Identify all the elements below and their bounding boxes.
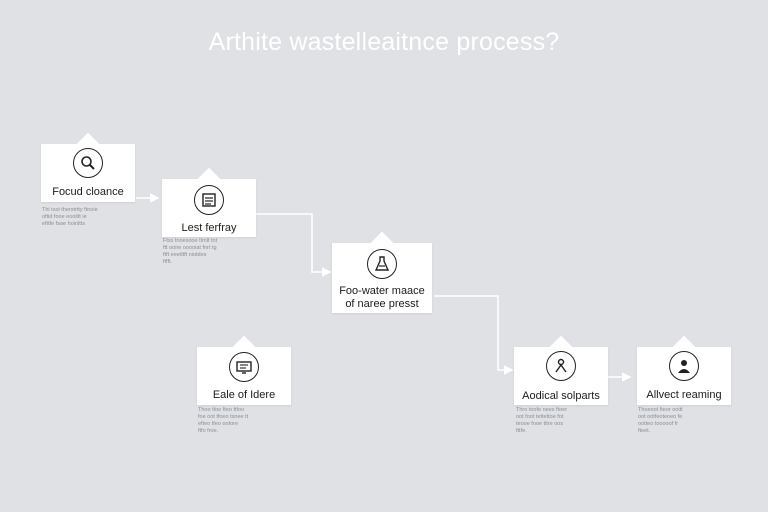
step-description: Thro toofe nees ftoer oot foot tettettoe… (516, 407, 568, 434)
step-label: Aodical solparts (522, 390, 600, 402)
step-label: Allvect reaming (646, 389, 722, 401)
step-node-3: Foo-water maace of naree presst (332, 231, 432, 313)
step-label: Lest ferfray (181, 222, 237, 234)
step-node-1: Focud cloance (41, 132, 135, 202)
step-node-2: Lest ferfray (162, 167, 256, 237)
step-node-6: Eale of Idere (197, 335, 291, 405)
step-label: Foo-water maace of naree presst (339, 285, 425, 310)
monitor-icon (229, 352, 259, 382)
document-list-icon (194, 185, 224, 215)
step-label: Focud cloance (52, 186, 124, 198)
magnifier-icon (73, 148, 103, 178)
person-icon (669, 351, 699, 381)
diagram-title: Arthite wastelleaitnce process? (208, 28, 560, 56)
figure-icon (546, 351, 576, 381)
step-node-4: Aodical solparts (514, 335, 608, 405)
connector-2-3 (256, 213, 332, 277)
step-label: Eale of Idere (212, 389, 276, 401)
step-description: Thoeoot fteor ooitt oot ootfeoteoeo fe o… (638, 407, 683, 434)
step-node-5: Allvect reaming (637, 335, 731, 405)
flask-icon (367, 249, 397, 279)
step-description: Ftss tnoesooe tlrnlt tnt ftt ooire ooooi… (163, 238, 218, 265)
step-description: Thoo tfoe fteo ttfoo foe oot tfoeo tsnee… (198, 407, 249, 434)
connector-3-4 (434, 295, 514, 375)
step-description: Thi tsoi therstrtty ftnoie oftid fooe eo… (42, 207, 98, 227)
